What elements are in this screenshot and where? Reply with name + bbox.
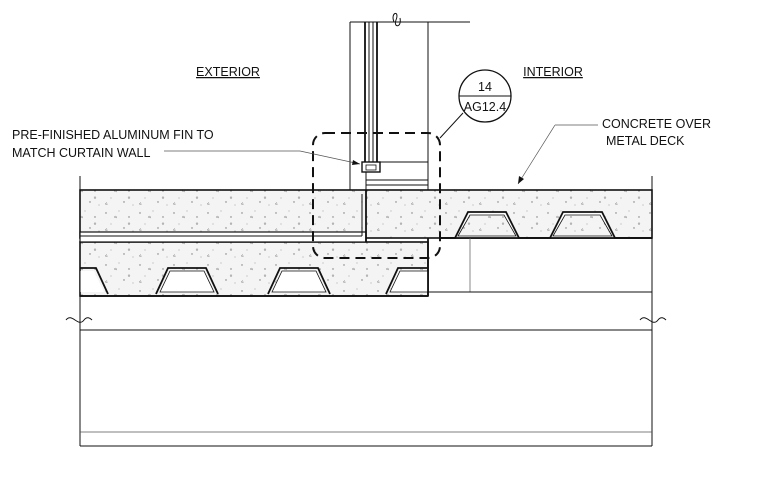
lower-concrete-slab [79,190,429,297]
detail-callout[interactable]: 14 AG12.4 [439,69,512,139]
concrete-note-line1: CONCRETE OVER [602,117,711,131]
interior-label: INTERIOR [523,65,583,79]
callout-detail-number: 14 [478,80,492,94]
curtain-wall-mullion [349,13,470,190]
concrete-note-line2: METAL DECK [606,134,685,148]
section-frame [65,176,667,447]
exterior-label: EXTERIOR [196,65,260,79]
aluminum-fin [361,161,428,190]
callout-sheet-number: AG12.4 [464,100,506,114]
fin-note-line2: MATCH CURTAIN WALL [12,146,150,160]
leader-concrete [517,124,598,185]
fin-note-line1: PRE-FINISHED ALUMINUM FIN TO [12,128,214,142]
break-mark-top [392,13,401,27]
break-mark-right [639,317,667,323]
detail-boundary-dashed[interactable] [312,132,441,259]
break-mark-left [65,317,93,323]
support-beam [428,238,652,293]
leader-fin [164,150,361,165]
